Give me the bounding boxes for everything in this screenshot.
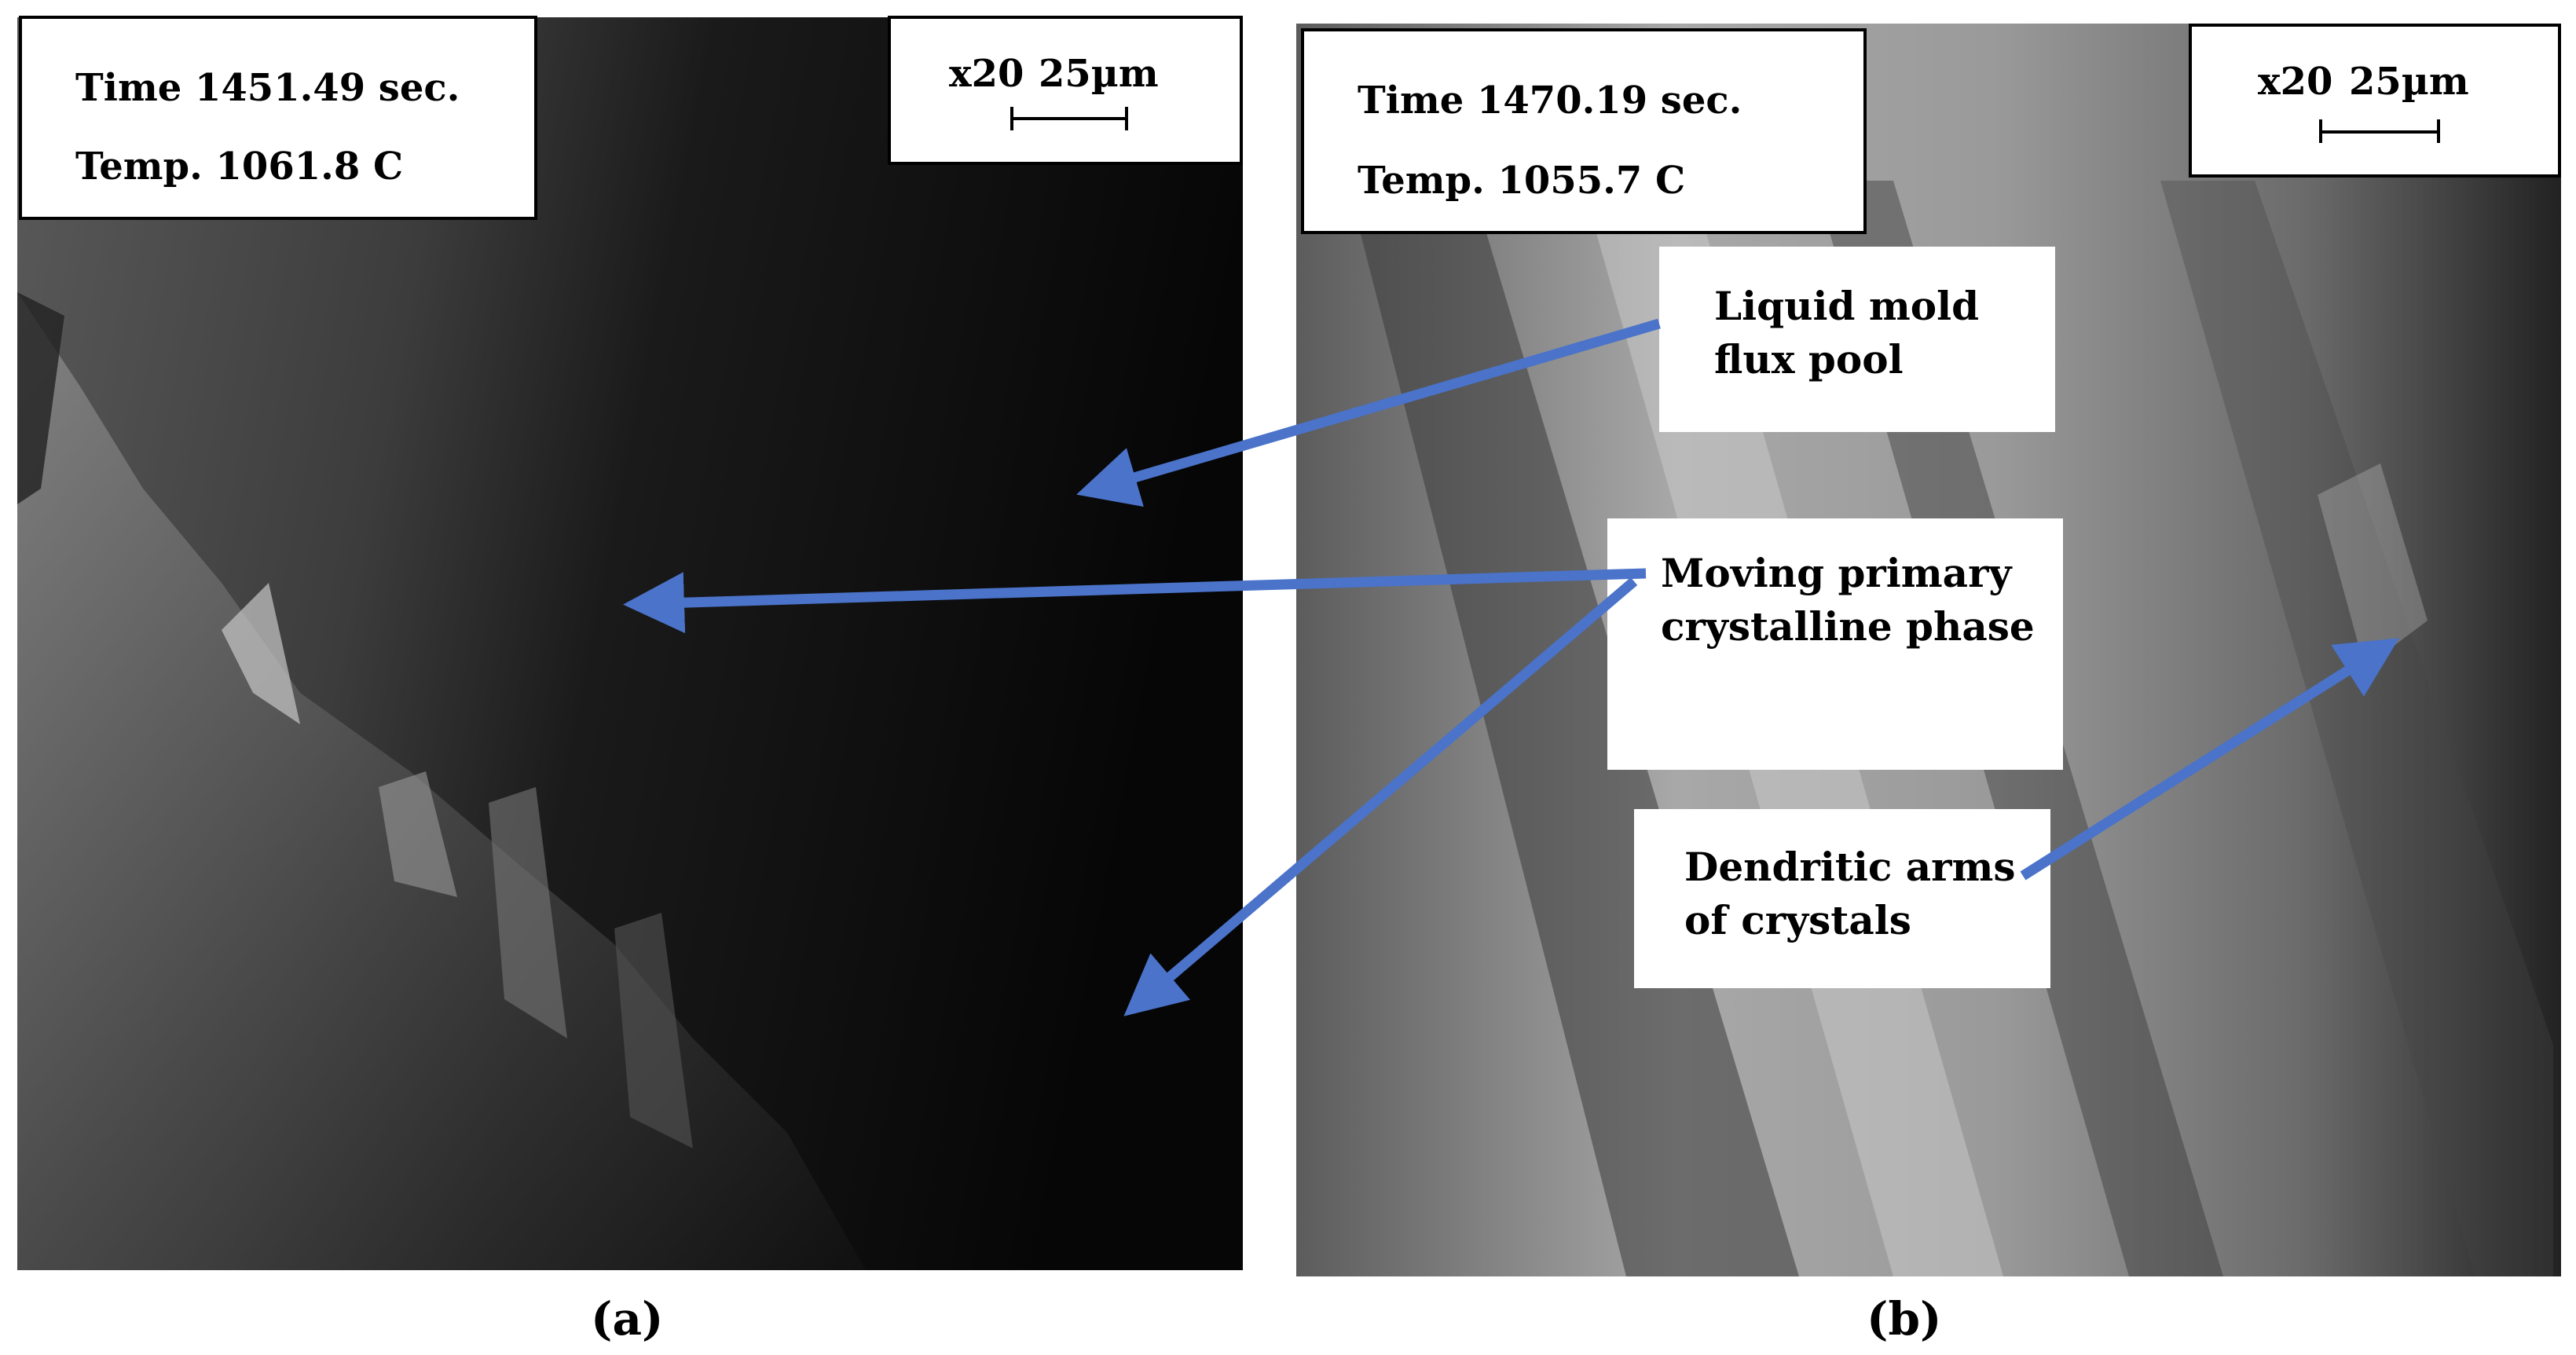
magnification-b: x20 bbox=[2258, 60, 2333, 104]
callout-dendritic-line1: Dendritic arms bbox=[1684, 844, 2016, 890]
arrow-moving-phase-b bbox=[1123, 577, 1638, 1016]
temp-label-b: Temp. 1055.7 C bbox=[1358, 159, 1686, 203]
scale-box-a: x20 25µm bbox=[888, 16, 1243, 165]
scale-bar-b bbox=[2321, 130, 2439, 134]
callout-moving-phase-line1: Moving primary bbox=[1661, 550, 2012, 596]
callout-dendritic: Dendritic arms of crystals bbox=[1634, 809, 2050, 988]
time-label-b: Time 1470.19 sec. bbox=[1358, 79, 1742, 123]
scale-tick-left-b bbox=[2319, 119, 2322, 143]
callout-liquid-pool-line1: Liquid mold bbox=[1714, 283, 1980, 329]
arrow-dendritic bbox=[2020, 638, 2399, 881]
scale-tick-right-b bbox=[2437, 119, 2440, 143]
callout-dendritic-line2: of crystals bbox=[1684, 897, 1911, 943]
callout-liquid-pool: Liquid mold flux pool bbox=[1659, 247, 2055, 432]
magnification-a: x20 bbox=[949, 52, 1024, 96]
arrow-moving-phase-a bbox=[623, 568, 1647, 634]
info-box-a: Time 1451.49 sec. Temp. 1061.8 C bbox=[19, 16, 537, 220]
scale-bar-a bbox=[1012, 117, 1127, 120]
panel-label-a: (a) bbox=[591, 1292, 664, 1346]
time-label-a: Time 1451.49 sec. bbox=[75, 66, 460, 110]
scale-tick-left-a bbox=[1010, 107, 1013, 130]
micrograph-a-image bbox=[17, 17, 1243, 1270]
temp-label-a: Temp. 1061.8 C bbox=[75, 145, 404, 189]
callout-moving-phase: Moving primary crystalline phase bbox=[1607, 518, 2063, 770]
scale-length-a: 25µm bbox=[1039, 52, 1159, 96]
panel-label-b: (b) bbox=[1867, 1292, 1942, 1346]
scale-tick-right-a bbox=[1125, 107, 1128, 130]
info-box-b: Time 1470.19 sec. Temp. 1055.7 C bbox=[1301, 28, 1867, 234]
scale-box-b: x20 25µm bbox=[2189, 24, 2561, 178]
micrograph-a bbox=[17, 17, 1243, 1270]
scale-length-b: 25µm bbox=[2349, 60, 2469, 104]
arrow-liquid-pool bbox=[1076, 318, 1661, 507]
callout-liquid-pool-line2: flux pool bbox=[1714, 336, 1904, 383]
callout-moving-phase-line2: crystalline phase bbox=[1661, 603, 2035, 650]
